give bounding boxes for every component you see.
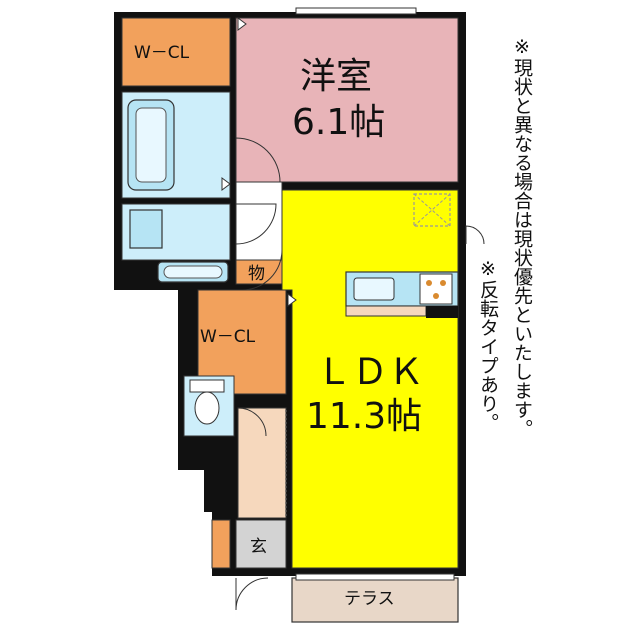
wcl-top-room	[121, 17, 231, 87]
entrance-room	[235, 519, 287, 569]
wcl-mid-label: W－CL	[200, 327, 256, 347]
note-reversed-type: ※反転タイプあり。	[477, 258, 499, 432]
corridor	[237, 407, 287, 519]
terrace-label: テラス	[344, 589, 395, 609]
ldk-name: ＬＤＫ	[316, 352, 424, 393]
storage-room	[235, 259, 287, 285]
note-current-state: ※現状と異なる場合は現状優先といたします。	[511, 36, 533, 438]
western-room	[235, 17, 459, 183]
storage-label: 物	[248, 264, 265, 284]
door-swings	[235, 137, 485, 611]
toilet-bowl	[194, 391, 220, 425]
kitchen-stove	[419, 273, 453, 305]
fridge-space	[426, 306, 458, 318]
kitchen-backboard	[345, 305, 427, 317]
washing-machine	[129, 209, 163, 249]
bathtub-inner	[135, 107, 167, 183]
entrance-label: 玄	[250, 537, 267, 557]
wcl-top-label: W－CL	[134, 43, 190, 63]
shoe-cabinet	[211, 519, 231, 569]
toilet-tank	[189, 379, 225, 393]
washbasin-inner	[163, 265, 223, 279]
western-room-name: 洋室	[300, 56, 372, 97]
kitchen-sink	[353, 277, 395, 301]
ldk-size: 11.3帖	[306, 396, 422, 437]
western-room-size: 6.1帖	[292, 102, 385, 143]
ceiling-vent	[413, 193, 451, 227]
